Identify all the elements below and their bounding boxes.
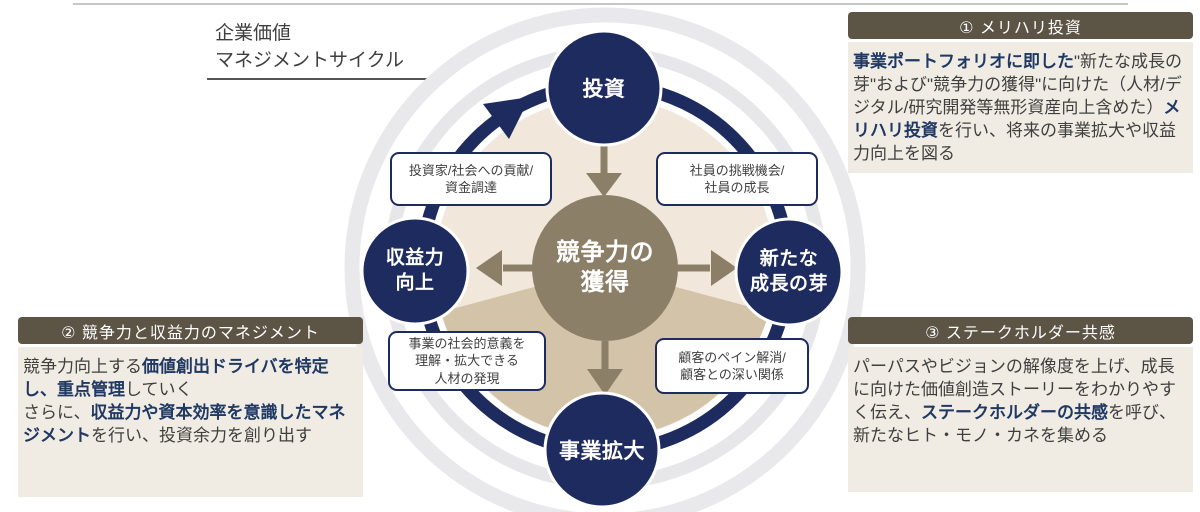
diagram-title: 企業価値 マネジメントサイクル [215,23,405,71]
center-circle [532,195,678,341]
label-box-se: 顧客のペイン解消/ 顧客との深い関係 [655,338,809,394]
label-box-sw: 事業の社会的意義を 理解・拡大できる 人材の発現 [388,331,546,391]
node-circle-growth [734,217,844,327]
node-label-growth: 新たな 成長の芽 [749,248,829,294]
node-label-expand: 事業拡大 [559,440,645,463]
title-underline [207,78,441,80]
panel-3-header: ③ ステークホルダー共感 [848,317,1193,344]
arrow-invest-to-center [586,146,622,197]
panel-3-body: パーパスやビジョンの解像度を上げ、成長に向けた価値創造ストーリーをわかりやすく伝… [848,347,1193,492]
panel-1-body: 事業ポートフォリオに即した"新たな成長の芽"および"競争力の獲得"に向けた（人材… [848,42,1193,173]
node-label-profit: 収益力 向上 [385,247,445,293]
arrow-center-to-bottom [587,341,623,395]
node-circle-profit [360,216,470,326]
decorative-ring-outer [344,7,866,512]
node-circle-expand [543,391,661,509]
panel-2-header: ② 競争力と収益力のマネジメント [18,317,363,344]
node-label-invest: 投資 [582,78,626,101]
arrow-center-to-right [676,250,737,286]
label-box-nw: 投資家/社会への貢献/ 資金調達 [390,152,552,206]
cycle-ring-arrowhead-icon [483,97,530,139]
panel-2-body: 競争力向上する価値創出ドライバを特定し、重点管理していく さらに、収益力や資本効… [18,347,363,497]
panel-1-header: ① メリハリ投資 [848,12,1193,39]
top-rule [73,3,1128,5]
center-circle-label: 競争力の 獲得 [556,239,654,296]
node-circle-invest [545,29,663,147]
label-box-ne: 社員の挑戦機会/ 社員の成長 [656,152,818,206]
arrow-center-to-left [476,250,535,286]
